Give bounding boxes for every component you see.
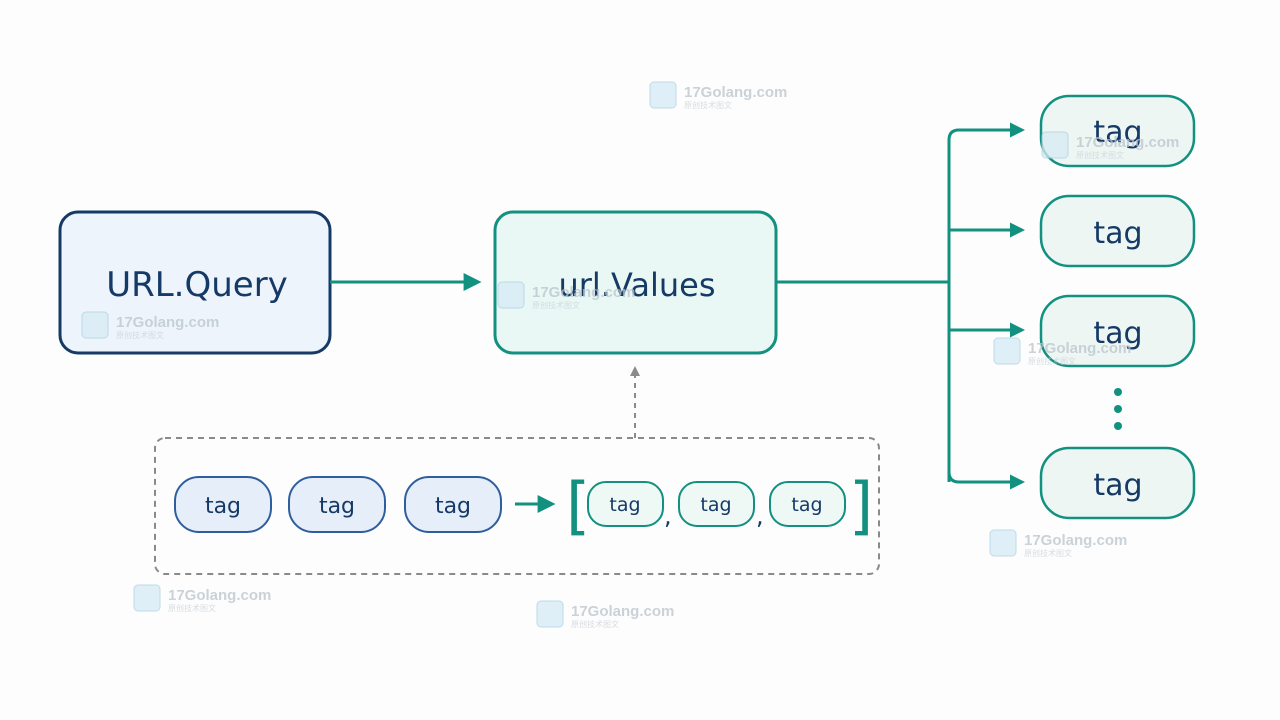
list-separator: , bbox=[664, 502, 672, 530]
input-tag-label: tag bbox=[319, 494, 355, 519]
output-tag-label: tag bbox=[1093, 468, 1142, 503]
watermark-text: 17Golang.com bbox=[168, 587, 271, 604]
output-tag-label: tag bbox=[1093, 216, 1142, 251]
output-tag-label: tag bbox=[1093, 316, 1142, 351]
input-tag-1: tag bbox=[174, 476, 272, 533]
input-tag-box bbox=[404, 476, 502, 533]
list-tag-label: tag bbox=[700, 494, 731, 516]
17-logo-icon bbox=[989, 529, 1017, 557]
output-tag-box bbox=[1039, 94, 1196, 168]
output-tag-4: tag bbox=[1039, 446, 1196, 520]
list-tag-2: tag bbox=[678, 481, 755, 527]
output-tag-box bbox=[1039, 446, 1196, 520]
output-tag-3: tag bbox=[1039, 294, 1196, 368]
output-tag-1: tag bbox=[1039, 94, 1196, 168]
url-query-node: URL.Query bbox=[58, 210, 332, 355]
arrow-to-tag-4 bbox=[947, 471, 1025, 490]
list-separator: , bbox=[756, 502, 764, 530]
ellipsis-dot bbox=[1114, 405, 1122, 413]
fan-out-connector bbox=[776, 122, 1025, 490]
output-tag-box bbox=[1039, 194, 1196, 268]
bracket-open: [ bbox=[566, 469, 590, 542]
watermark-subtext: 原创技术图文 bbox=[116, 330, 164, 340]
watermark-layer: 17Golang.com原创技术图文17Golang.com原创技术图文17Go… bbox=[81, 81, 1179, 629]
watermark-text: 17Golang.com bbox=[532, 284, 635, 301]
17-logo-icon bbox=[1041, 131, 1069, 159]
17-logo-icon bbox=[497, 281, 525, 309]
17-logo-icon bbox=[133, 584, 161, 612]
17-logo-icon bbox=[993, 337, 1021, 365]
watermark-subtext: 原创技术图文 bbox=[168, 603, 216, 613]
input-tag-box bbox=[288, 476, 386, 533]
url-values-node: url.Values bbox=[493, 210, 778, 355]
watermark-subtext: 原创技术图文 bbox=[571, 619, 619, 629]
conversion-inset: tag tag tag [ tag , tag , tag ] bbox=[154, 366, 880, 575]
url-values-label: url.Values bbox=[558, 266, 715, 304]
list-tag-label: tag bbox=[791, 494, 822, 516]
input-tag-box bbox=[174, 476, 272, 533]
input-tag-label: tag bbox=[205, 494, 241, 519]
17-logo-icon bbox=[536, 600, 564, 628]
watermark-text: 17Golang.com bbox=[1076, 134, 1179, 151]
list-tag-box bbox=[587, 481, 664, 527]
ellipsis-dot bbox=[1114, 388, 1122, 396]
output-tag-2: tag bbox=[1039, 194, 1196, 268]
watermark-subtext: 原创技术图文 bbox=[1076, 150, 1124, 160]
output-tag-box bbox=[1039, 294, 1196, 368]
watermark-text: 17Golang.com bbox=[571, 603, 674, 620]
inset-dashed-border bbox=[154, 437, 880, 575]
watermark-text: 17Golang.com bbox=[684, 84, 787, 101]
watermark-subtext: 原创技术图文 bbox=[1028, 356, 1076, 366]
input-tag-2: tag bbox=[288, 476, 386, 533]
watermark-subtext: 原创技术图文 bbox=[1024, 548, 1072, 558]
list-tag-1: tag bbox=[587, 481, 664, 527]
list-tag-label: tag bbox=[609, 494, 640, 516]
watermark-text: 17Golang.com bbox=[1024, 532, 1127, 549]
output-ellipsis bbox=[1114, 388, 1122, 430]
watermark-text: 17Golang.com bbox=[116, 314, 219, 331]
input-tag-3: tag bbox=[404, 476, 502, 533]
ellipsis-dot bbox=[1114, 422, 1122, 430]
url-query-label: URL.Query bbox=[106, 265, 288, 305]
arrow-to-tag-1 bbox=[947, 122, 1025, 482]
list-tag-box bbox=[678, 481, 755, 527]
watermark-subtext: 原创技术图文 bbox=[684, 100, 732, 110]
input-tag-label: tag bbox=[435, 494, 471, 519]
watermark-subtext: 原创技术图文 bbox=[532, 300, 580, 310]
list-tag-3: tag bbox=[769, 481, 846, 527]
list-tag-box bbox=[769, 481, 846, 527]
watermark-text: 17Golang.com bbox=[1028, 340, 1131, 357]
17-logo-icon bbox=[81, 311, 109, 339]
bracket-close: ] bbox=[849, 469, 873, 542]
17-logo-icon bbox=[649, 81, 677, 109]
output-tag-label: tag bbox=[1093, 115, 1142, 150]
